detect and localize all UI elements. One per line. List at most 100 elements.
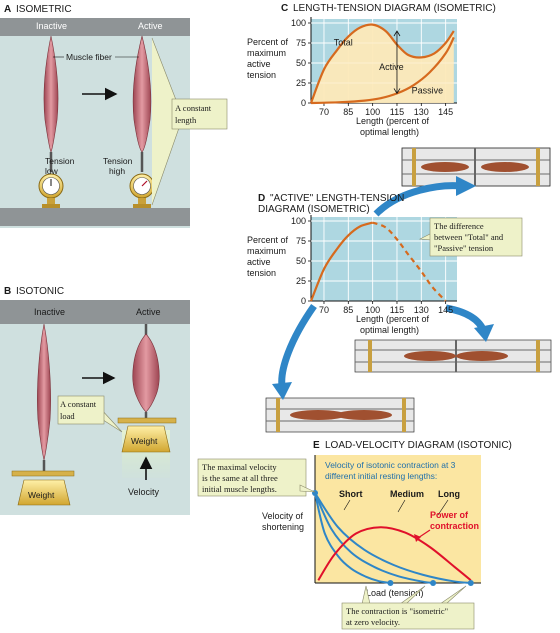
muscle-fiber-label: Muscle fiber (66, 52, 112, 62)
isometric-point-short (387, 580, 394, 586)
panel-d-ylabel-2: maximum (247, 246, 286, 256)
series-medium-label: Medium (390, 489, 424, 499)
panel-a-top-bar (0, 18, 190, 36)
panel-c-ylabel-4: tension (247, 70, 276, 80)
constant-length-line-1: A constant (175, 103, 212, 113)
panel-a-bottom-bar (0, 208, 190, 226)
panel-e-title: LOAD-VELOCITY DIAGRAM (ISOTONIC) (325, 440, 512, 451)
panel-d-title-1: "ACTIVE" LENGTH-TENSION (270, 193, 404, 204)
panel-d-ylabel-3: active (247, 257, 271, 267)
chart-c-y-tick-label: 100 (291, 18, 306, 28)
chart-d-y-tick-label: 75 (296, 236, 306, 246)
panel-c: C LENGTH-TENSION DIAGRAM (ISOMETRIC) Per… (247, 3, 496, 137)
panel-e-ylabel-2: shortening (262, 522, 304, 532)
short-leader (343, 499, 351, 511)
tension-gauge-low (38, 173, 64, 208)
panel-a-inactive-label: Inactive (36, 21, 67, 31)
isometric-point-medium (430, 580, 437, 586)
series-power-line (317, 526, 472, 582)
constant-length-callout (171, 98, 228, 130)
chart-c-y-tick-label: 50 (296, 58, 306, 68)
chart-c-x-tick-label: 100 (365, 107, 380, 117)
blue-arrow-to-bottom-strip (278, 303, 317, 387)
constant-load-callout (57, 395, 105, 425)
sarcomere-strip-top (401, 147, 551, 187)
chart-d-x-tick-label: 85 (343, 305, 353, 315)
active-arrow-head-top (393, 30, 401, 37)
constant-length-line-2: length (175, 115, 197, 125)
weight-label-right: Weight (131, 436, 158, 446)
weight-label-left: Weight (28, 490, 55, 500)
chart-c-x-tick-label: 145 (438, 107, 453, 117)
chart-c-y-tick-label: 0 (301, 98, 306, 108)
panel-a-letter: A (4, 4, 11, 15)
panel-b-top-bar (0, 300, 190, 324)
chart-d-x-tick-label: 100 (365, 305, 380, 315)
series-active-dashed-line (372, 221, 447, 302)
sarcomere-strip-middle (354, 339, 552, 373)
maximal-velocity-callout (197, 458, 307, 497)
panel-d-ylabel-1: Percent of (247, 235, 289, 245)
series-short-line (314, 492, 391, 584)
blue-arrow-to-bottom-strip-head (272, 382, 292, 400)
difference-line-2: between "Total" and (434, 232, 504, 242)
chart-c-x-tick-label: 130 (414, 107, 429, 117)
panel-e: E LOAD-VELOCITY DIAGRAM (ISOTONIC) Short… (197, 440, 512, 630)
weight-box-left (17, 479, 71, 506)
series-long-line (314, 492, 471, 584)
maximal-velocity-callout-pointer (299, 484, 316, 493)
chart-c-x-tick-label: 70 (319, 107, 329, 117)
chart-d-x-tick-label: 115 (390, 305, 404, 315)
constant-load-callout-pointer (99, 407, 123, 433)
tension-high-label-1: Tension (103, 156, 133, 166)
panel-d-letter: D (258, 193, 265, 204)
series-medium-line (314, 492, 434, 584)
long-leader (437, 499, 449, 516)
series-power-label-1: Power of (430, 510, 469, 520)
panel-e-xlabel: Load (tension) (366, 588, 424, 598)
chart-c-x-tick-label: 115 (390, 107, 404, 117)
chart-c-y-tick-label: 25 (296, 78, 306, 88)
weight-tray-left (11, 470, 75, 477)
isometric-callout-pointers (361, 585, 467, 605)
series-active-solid-line (309, 221, 373, 302)
medium-leader (397, 499, 406, 513)
chart-c-x-tick-label: 85 (343, 107, 353, 117)
difference-line-3: "Passive" tension (434, 243, 494, 253)
series-total-line (309, 23, 455, 104)
tension-low-label-2: low (45, 166, 59, 176)
panel-c-title: LENGTH-TENSION DIAGRAM (ISOMETRIC) (293, 3, 496, 14)
chart-d-y-tick-label: 0 (301, 296, 306, 306)
tension-high-label-2: high (109, 166, 125, 176)
chart-d-y-tick-label: 50 (296, 256, 306, 266)
panel-b-inactive-label: Inactive (34, 307, 65, 317)
panel-a: A ISOMETRIC Inactive Active Tension low (0, 4, 228, 228)
chart-d-x-tick-label: 130 (414, 305, 429, 315)
panel-b-active-label: Active (136, 307, 161, 317)
panel-e-note-2: different initial resting lengths: (325, 471, 437, 481)
panel-c-ylabel-2: maximum (247, 48, 286, 58)
panel-e-ylabel-1: Velocity of (262, 511, 304, 521)
chart-c-y-tick-label: 75 (296, 38, 306, 48)
panel-a-active-label: Active (138, 21, 163, 31)
panel-c-letter: C (281, 3, 288, 14)
blue-arrow-to-top-strip (373, 182, 463, 217)
active-arrow-head-bottom (393, 88, 401, 95)
panel-e-note-1: Velocity of isotonic contraction at 3 (325, 460, 456, 470)
chart-d-y-tick-label: 25 (296, 276, 306, 286)
tension-low-label-1: Tension (45, 156, 75, 166)
difference-line-1: The difference (434, 221, 484, 231)
panel-c-ylabel-1: Percent of (247, 37, 289, 47)
panel-c-xlabel-2: optimal length) (360, 127, 419, 137)
panel-b-title: ISOTONIC (16, 286, 64, 297)
isometric-line-1: The contraction is "isometric" (346, 606, 448, 616)
maximal-velocity-line-3: initial muscle lengths. (202, 484, 277, 494)
isometric-line-2: at zero velocity. (346, 617, 400, 627)
panel-d: D "ACTIVE" LENGTH-TENSION DIAGRAM (ISOME… (247, 193, 523, 335)
panel-d-title-2: DIAGRAM (ISOMETRIC) (258, 204, 370, 215)
chart-d-x-tick-label: 70 (319, 305, 329, 315)
velocity-label: Velocity (128, 487, 160, 497)
